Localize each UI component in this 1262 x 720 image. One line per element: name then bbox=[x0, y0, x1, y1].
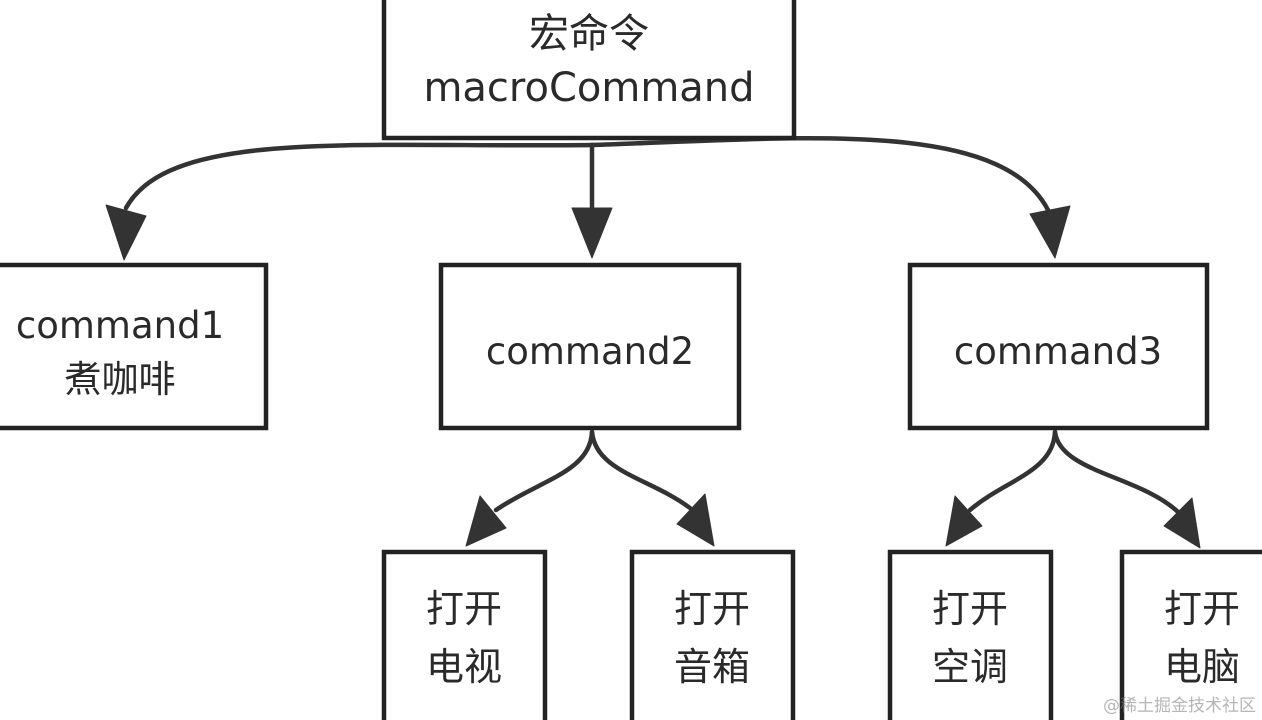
arrowhead-command1 bbox=[105, 204, 147, 261]
arrowhead-command3 bbox=[1029, 205, 1071, 259]
node-tv-line2: 电视 bbox=[426, 645, 502, 689]
node-tv-line1: 打开 bbox=[426, 587, 502, 631]
arrowhead-tv bbox=[465, 495, 507, 547]
node-command1-line2: 煮咖啡 bbox=[65, 358, 176, 401]
node-ac-box bbox=[887, 549, 1054, 720]
arrowhead-computer bbox=[1163, 497, 1201, 549]
edge-command3-ac bbox=[967, 429, 1058, 513]
edge-root-command3 bbox=[589, 135, 1051, 213]
arrowhead-ac bbox=[945, 495, 983, 547]
node-command1-line1: command1 bbox=[16, 304, 224, 347]
node-ac-line1: 打开 bbox=[932, 587, 1008, 631]
node-command3: command3 bbox=[907, 262, 1210, 431]
node-speaker-box bbox=[629, 549, 796, 720]
arrowhead-command2 bbox=[571, 207, 613, 259]
edge-command3-computer bbox=[1052, 429, 1181, 515]
node-command2-box bbox=[438, 262, 742, 431]
node-root-box bbox=[381, 0, 797, 141]
watermark-text: @稀土掘金技术社区 bbox=[1103, 696, 1256, 716]
node-command1-box bbox=[0, 262, 269, 431]
node-command3-box bbox=[907, 262, 1210, 431]
node-computer-line1: 打开 bbox=[1164, 587, 1240, 631]
edge-command2-tv bbox=[493, 429, 595, 513]
node-command1: command1 煮咖啡 bbox=[0, 262, 269, 431]
node-speaker-line2: 音箱 bbox=[674, 645, 750, 689]
node-computer-box bbox=[1119, 549, 1262, 720]
node-root: 宏命令 macroCommand bbox=[381, 0, 797, 141]
node-speaker-line1: 打开 bbox=[674, 587, 750, 631]
node-command3-line1: command3 bbox=[954, 330, 1162, 373]
arrowhead-speaker bbox=[676, 493, 715, 547]
node-computer-line2: 电脑 bbox=[1164, 645, 1240, 689]
node-root-line2: macroCommand bbox=[423, 65, 754, 111]
node-speaker: 打开 音箱 bbox=[629, 549, 796, 720]
edges bbox=[105, 135, 1201, 549]
node-command2: command2 bbox=[438, 262, 742, 431]
node-computer: 打开 电脑 bbox=[1119, 549, 1262, 720]
node-ac: 打开 空调 bbox=[887, 549, 1054, 720]
node-ac-line2: 空调 bbox=[932, 645, 1008, 689]
edge-command2-speaker bbox=[589, 429, 693, 511]
node-tv: 打开 电视 bbox=[381, 549, 548, 720]
node-tv-box bbox=[381, 549, 548, 720]
node-command2-line1: command2 bbox=[486, 330, 694, 373]
node-root-line1: 宏命令 bbox=[529, 11, 649, 57]
edge-root-command1 bbox=[123, 142, 595, 211]
